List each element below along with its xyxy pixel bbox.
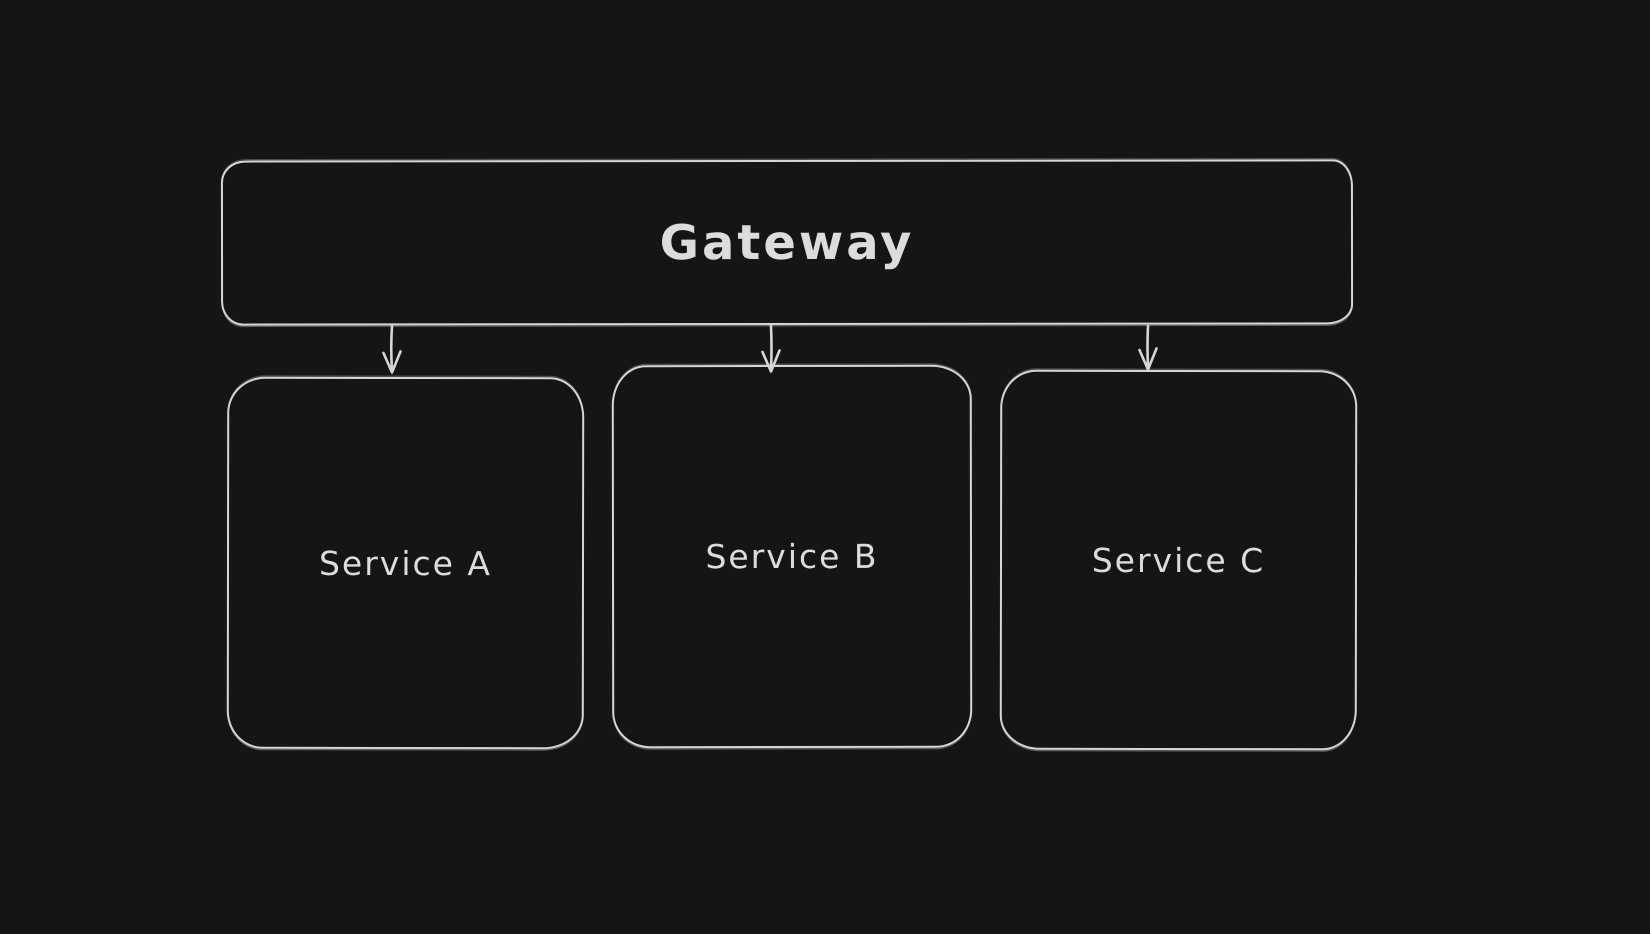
node-service-c[interactable]: Service C	[999, 369, 1358, 751]
node-service-c-label: Service C	[1091, 540, 1266, 580]
edge-gateway-to-service-b[interactable]	[761, 324, 781, 373]
node-service-b-label: Service B	[705, 536, 879, 577]
node-gateway[interactable]: Gateway	[220, 159, 1354, 326]
edge-gateway-to-service-c[interactable]	[1138, 324, 1158, 371]
edge-gateway-to-service-a[interactable]	[382, 324, 402, 374]
node-service-a-label: Service A	[318, 543, 493, 583]
node-gateway-label: Gateway	[659, 214, 915, 271]
node-service-b[interactable]: Service B	[611, 364, 973, 749]
node-service-a[interactable]: Service A	[226, 376, 585, 750]
